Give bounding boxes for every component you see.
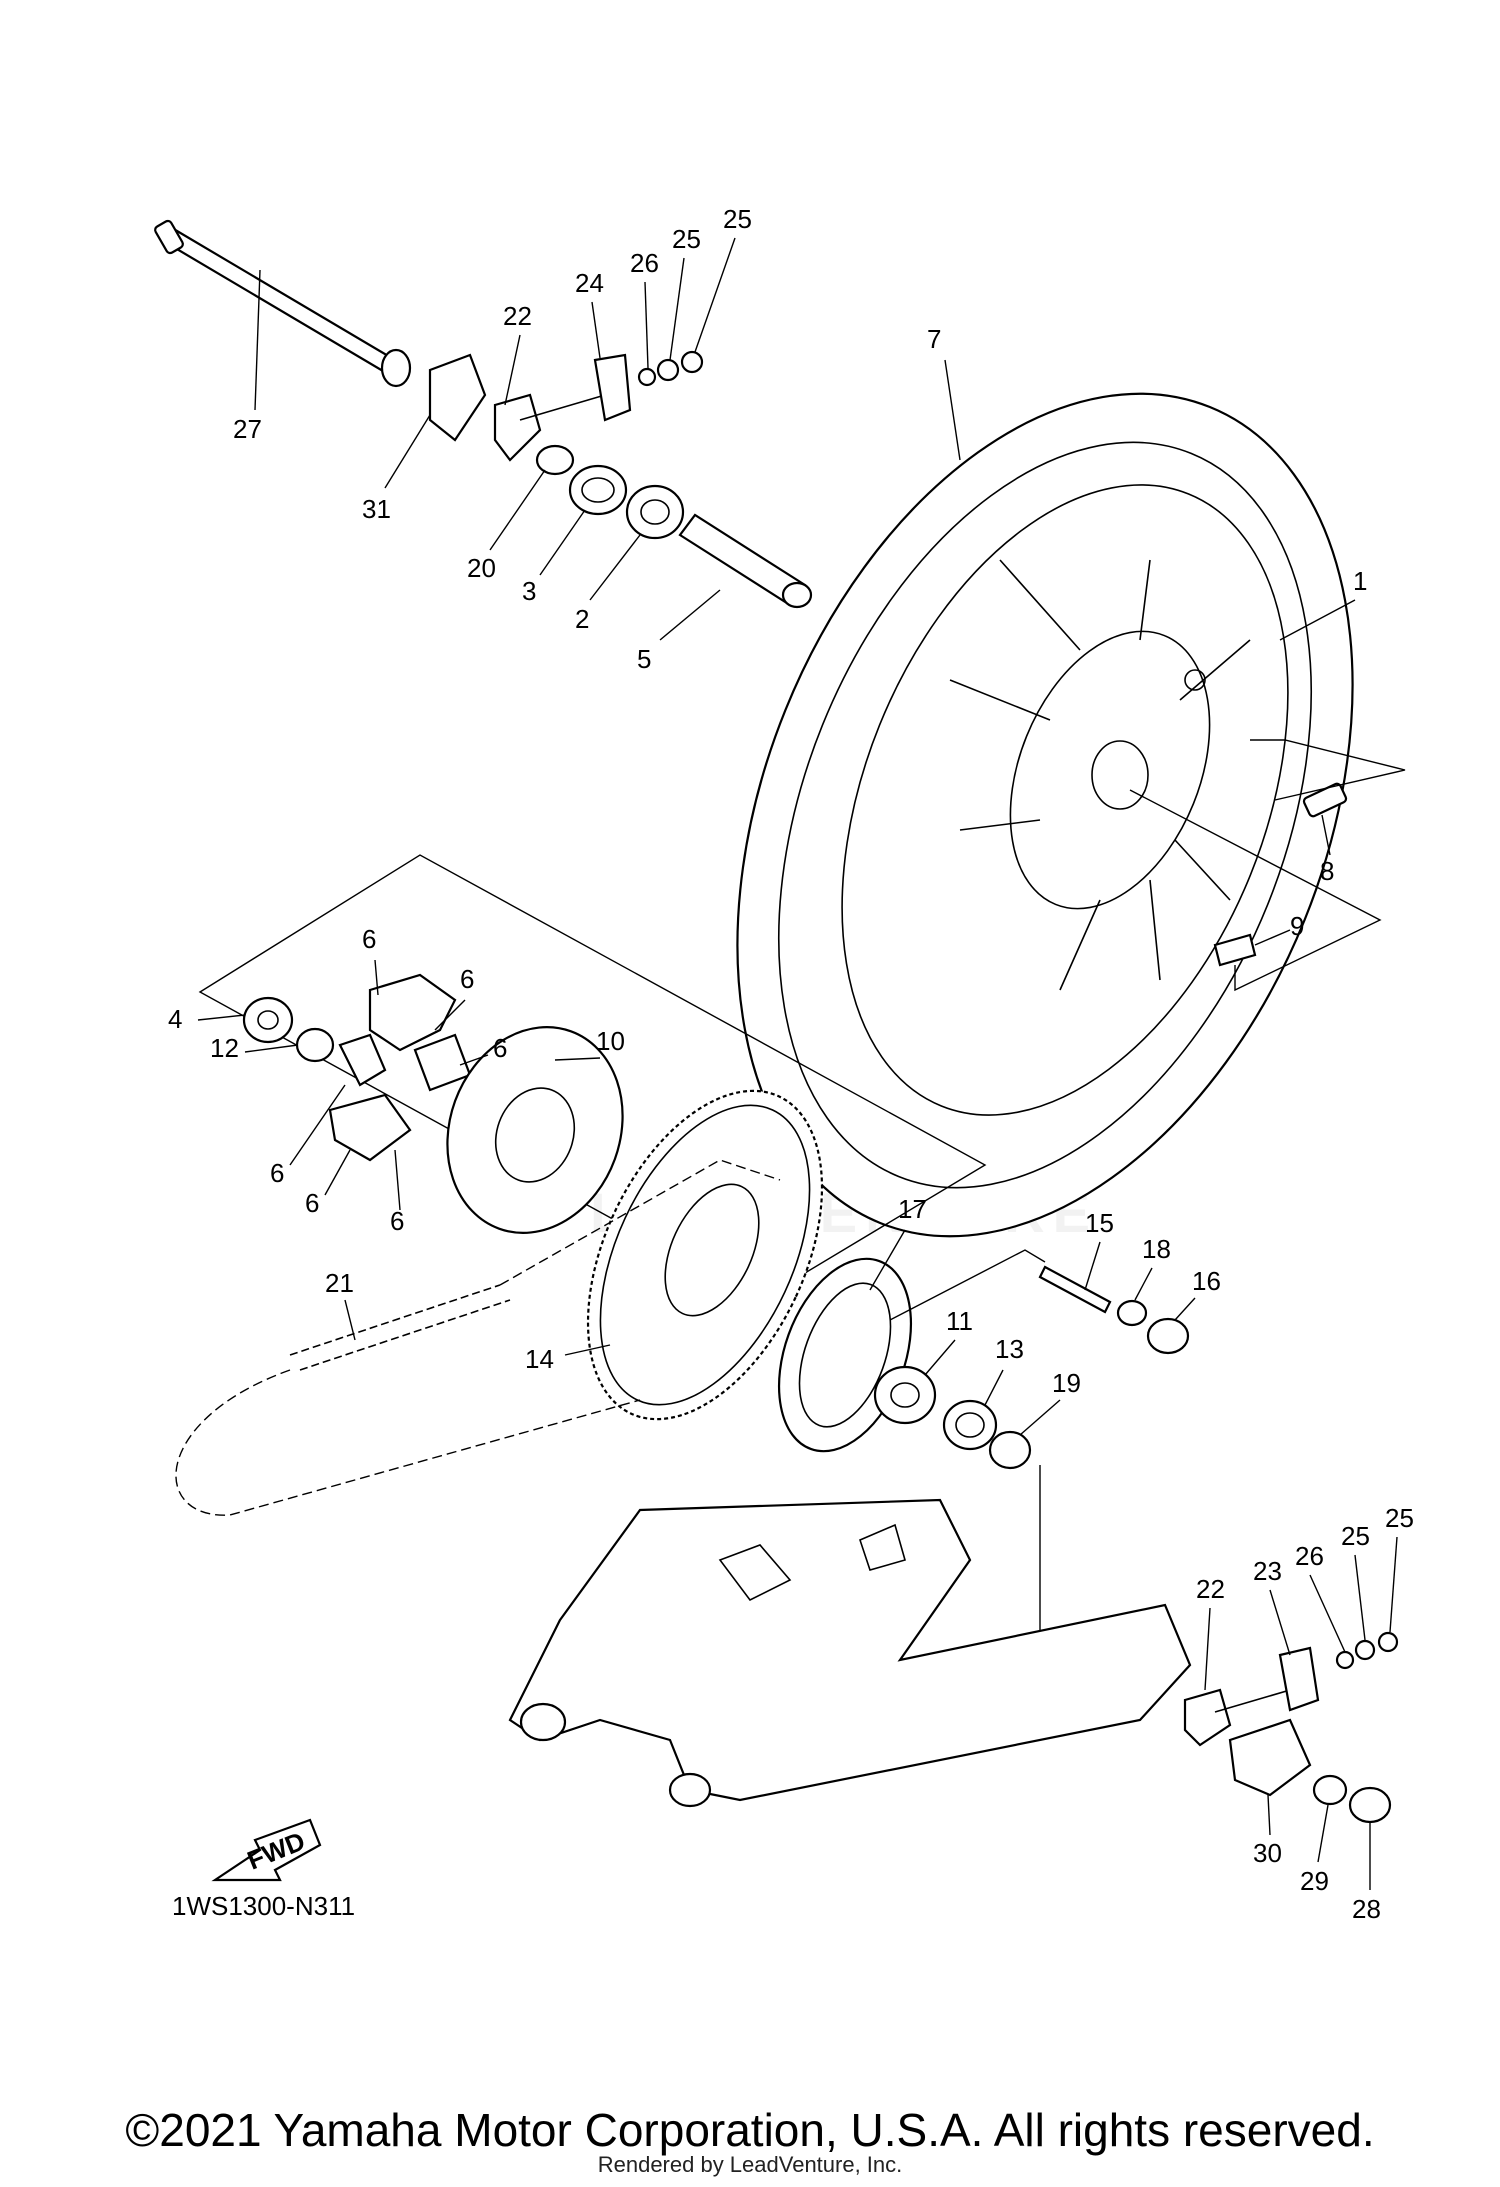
rendered-by-text: Rendered by LeadVenture, Inc. [597,2152,903,2177]
callout-20: 20 [467,553,496,583]
balance-weight[interactable] [1213,933,1257,967]
wheel-axle[interactable] [154,219,412,388]
bearing-right[interactable] [873,1365,937,1425]
bearing[interactable] [625,484,685,540]
rear-sprocket[interactable] [540,1054,869,1456]
callout-6f: 6 [390,1206,404,1236]
callout-6b: 6 [460,964,474,994]
callout-15: 15 [1085,1208,1114,1238]
washer[interactable] [1116,1299,1148,1327]
callout-6c: 6 [493,1033,507,1063]
drive-chain[interactable] [175,1159,781,1516]
callout-26b: 26 [1295,1541,1324,1571]
callout-6d: 6 [270,1158,284,1188]
callout-26a: 26 [630,248,659,278]
callout-31: 31 [362,494,391,524]
spacer[interactable] [678,513,813,609]
callout-6e: 6 [305,1188,319,1218]
callout-18: 18 [1142,1234,1171,1264]
clutch-hub[interactable] [419,1002,651,1257]
callout-10: 10 [596,1026,625,1056]
collar[interactable] [535,444,575,476]
callout-25c: 25 [1341,1521,1370,1551]
oil-seal-right[interactable] [942,1399,998,1451]
callout-6a: 6 [362,924,376,954]
callout-14: 14 [525,1344,554,1374]
callout-17: 17 [898,1194,927,1224]
callout-23: 23 [1253,1556,1282,1586]
callout-25b: 25 [723,204,752,234]
swingarm[interactable] [508,1498,1192,1808]
callout-labels: 1 2 3 4 5 6 6 6 6 6 6 7 8 9 10 11 12 13 [168,204,1414,1924]
callout-9: 9 [1290,911,1304,941]
callout-21: 21 [325,1268,354,1298]
callout-5: 5 [637,644,651,674]
callout-24: 24 [575,268,604,298]
callout-4: 4 [168,1004,182,1034]
callout-22a: 22 [503,301,532,331]
callout-16: 16 [1192,1266,1221,1296]
bearing-left[interactable] [242,996,294,1044]
callout-13: 13 [995,1334,1024,1364]
callout-25d: 25 [1385,1503,1414,1533]
callout-2: 2 [575,604,589,634]
flange-nut[interactable] [1146,1317,1190,1355]
callout-22b: 22 [1196,1574,1225,1604]
callout-12: 12 [210,1033,239,1063]
left-chain-adjuster-set[interactable] [428,350,704,462]
callout-27: 27 [233,414,262,444]
callout-29: 29 [1300,1866,1329,1896]
callout-30: 30 [1253,1838,1282,1868]
callout-25a: 25 [672,224,701,254]
callout-7: 7 [927,324,941,354]
callout-1: 1 [1353,566,1367,596]
collar-left[interactable] [295,1027,335,1063]
forward-arrow-icon: FWD [211,1818,322,1882]
stud-bolt[interactable] [1038,1265,1112,1314]
valve-stem[interactable] [1302,782,1348,818]
callout-28: 28 [1352,1894,1381,1924]
callout-19: 19 [1052,1368,1081,1398]
collar-right[interactable] [988,1430,1032,1470]
diagram-code: 1WS1300-N311 [172,1891,355,1921]
rear-wheel[interactable] [621,302,1470,1328]
callout-3: 3 [522,576,536,606]
callout-11: 11 [946,1306,973,1336]
oil-seal[interactable] [568,464,628,516]
copyright-notice: ©2021 Yamaha Motor Corporation, U.S.A. A… [125,2104,1375,2156]
callout-8: 8 [1320,856,1334,886]
hub-dampers[interactable] [328,973,472,1162]
right-chain-adjuster-set[interactable] [1183,1631,1399,1824]
